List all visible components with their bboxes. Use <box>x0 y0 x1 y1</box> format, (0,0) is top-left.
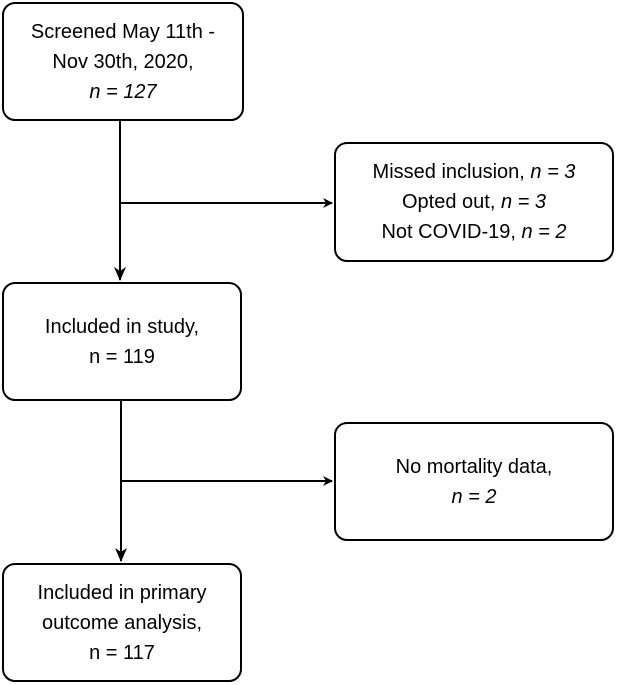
excluded-box-second: No mortality data, n = 2 <box>334 422 614 541</box>
no-mortality-line: No mortality data, <box>395 455 553 478</box>
not-covid-line: Not COVID-19, n = 2 <box>381 217 566 247</box>
not-covid-count: n = 2 <box>521 221 567 243</box>
primary-line2: outcome analysis, <box>41 611 203 634</box>
screened-line2: Nov 30th, 2020, <box>52 50 194 73</box>
missed-inclusion-count: n = 3 <box>530 161 576 183</box>
screened-box: Screened May 11th - Nov 30th, 2020, n = … <box>2 2 244 121</box>
screened-line1: Screened May 11th - <box>30 20 216 43</box>
missed-inclusion-label: Missed inclusion, <box>372 161 531 183</box>
no-mortality-count: n = 2 <box>451 485 497 508</box>
included-line1: Included in study, <box>44 315 200 338</box>
opted-out-count: n = 3 <box>500 191 546 213</box>
included-box: Included in study, n = 119 <box>2 282 242 401</box>
primary-analysis-box: Included in primary outcome analysis, n … <box>2 563 242 682</box>
excluded-box-first: Missed inclusion, n = 3 Opted out, n = 3… <box>334 142 614 262</box>
primary-line1: Included in primary <box>37 581 207 604</box>
included-count: n = 119 <box>89 345 155 368</box>
opted-out-line: Opted out, n = 3 <box>402 187 546 217</box>
primary-count: n = 117 <box>89 641 155 664</box>
screened-count: n = 127 <box>89 80 157 103</box>
opted-out-label: Opted out, <box>401 191 501 213</box>
missed-inclusion-line: Missed inclusion, n = 3 <box>373 157 576 187</box>
not-covid-label: Not COVID-19, <box>381 221 522 243</box>
